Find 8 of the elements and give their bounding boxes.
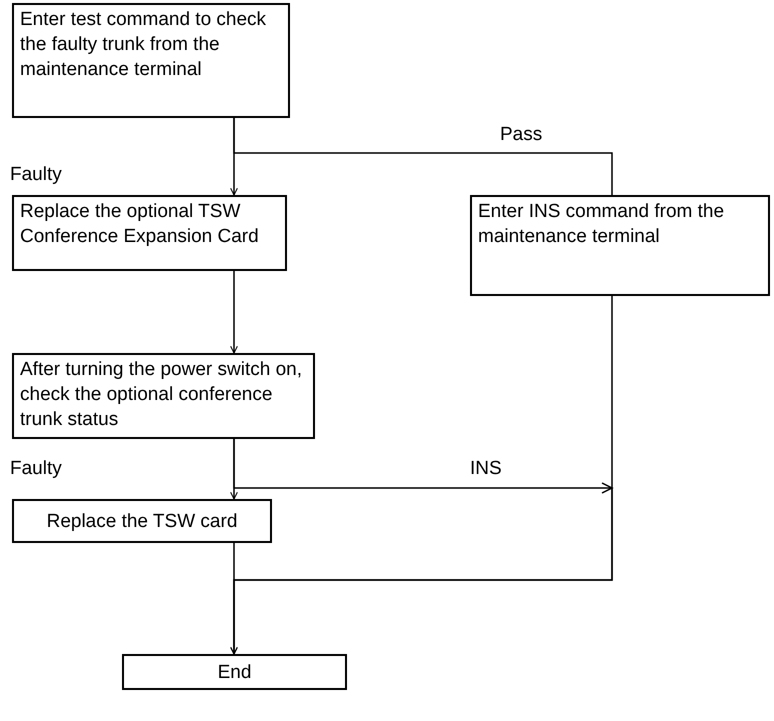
branch-label: Faulty <box>10 164 62 186</box>
process-box: Replace the TSW card <box>12 499 272 543</box>
process-box: Enter INS command from the maintenance terminal <box>470 195 770 296</box>
process-box: End <box>122 654 347 690</box>
process-box: After turning the power switch on, check the optional conference trunk status <box>12 353 315 439</box>
branch-label: Faulty <box>10 458 62 480</box>
process-box: Replace the optional TSW Conference Expansion Card <box>12 195 287 271</box>
process-box: Enter test command to check the faulty trunk from the maintenance terminal <box>12 3 290 118</box>
